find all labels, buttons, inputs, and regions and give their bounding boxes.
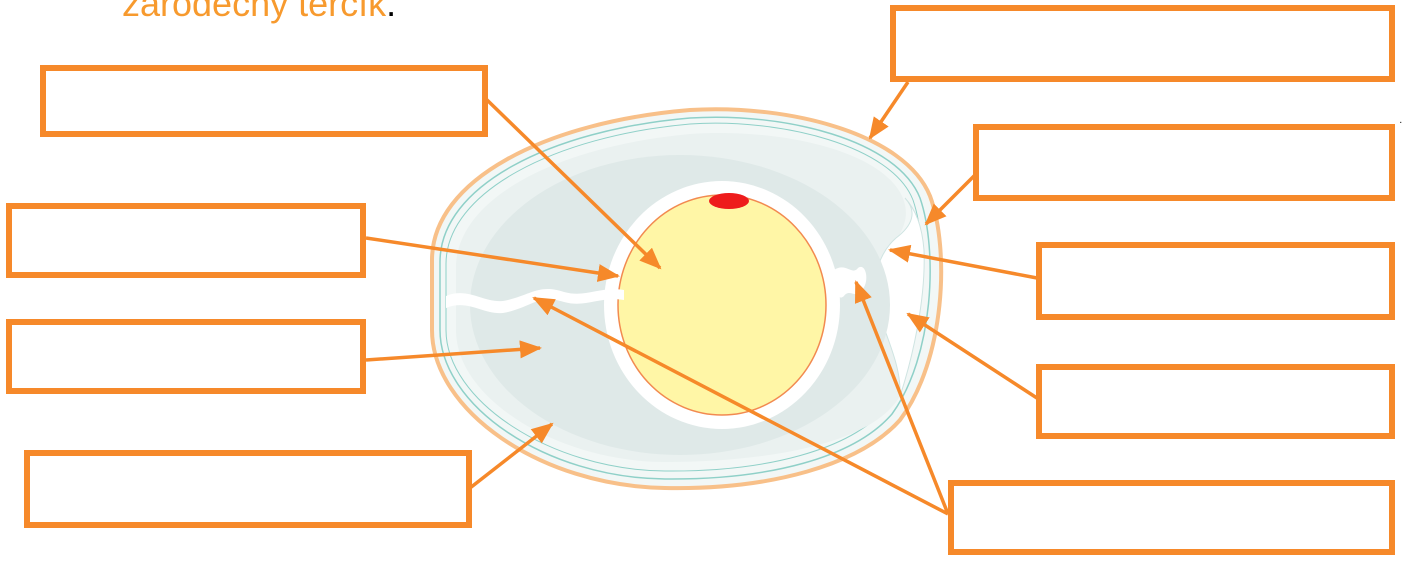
heading: zárodečný terčík. <box>122 0 396 26</box>
pointer-air-cell <box>888 244 1038 280</box>
pointer-membrane <box>924 173 977 226</box>
heading-period: . <box>386 0 397 24</box>
shell-membrane-outer <box>439 116 931 480</box>
air-cell <box>874 197 925 397</box>
germinal-disc <box>709 193 749 209</box>
label-box-left-3[interactable] <box>6 319 366 394</box>
label-box-left-4[interactable] <box>24 450 472 528</box>
pointer-yolk <box>483 96 662 270</box>
heading-text: zárodečný terčík <box>122 0 387 24</box>
label-box-left-1[interactable] <box>40 65 488 137</box>
label-box-right-1[interactable] <box>890 5 1395 82</box>
pointer-lines <box>365 81 1041 516</box>
pointer-shell <box>868 81 910 140</box>
label-box-right-4[interactable] <box>1036 364 1395 439</box>
label-box-right-2[interactable] <box>973 124 1395 201</box>
pointer-inner-membrane <box>906 312 1041 402</box>
label-box-right-3[interactable] <box>1036 242 1395 320</box>
label-box-left-2[interactable] <box>6 203 366 278</box>
pointer-thin-albumen <box>468 422 554 490</box>
pointer-vitelline <box>365 236 620 282</box>
pointer-chalaza-left <box>532 296 949 516</box>
yolk <box>617 194 827 416</box>
pointer-chalaza-right <box>854 280 950 515</box>
edge-mark: ˙ <box>1399 119 1404 135</box>
pointer-thick-albumen <box>365 340 542 362</box>
label-box-right-5[interactable] <box>948 480 1395 555</box>
